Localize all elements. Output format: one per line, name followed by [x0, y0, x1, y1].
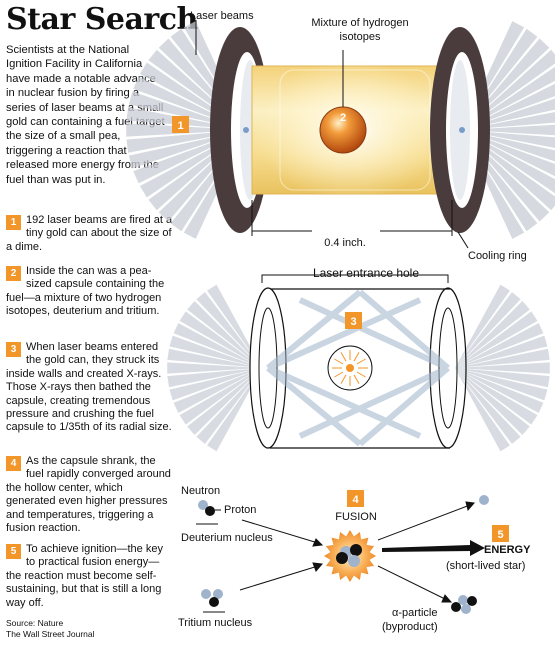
step-text: As the capsule shrank, the fuel rapidly … — [6, 455, 171, 535]
entrance-hole-label: Laser entrance hole — [313, 266, 419, 280]
xray-beam — [266, 365, 422, 439]
implosion-ray — [356, 371, 366, 378]
xray-beam — [298, 297, 450, 371]
tritium-nucleus — [201, 589, 223, 607]
step-text: Inside the can was a pea-sized capsule c… — [6, 265, 165, 318]
energy-arrow — [382, 545, 472, 552]
entrance-hole-bracket — [261, 274, 449, 283]
implosion-ray — [356, 358, 366, 365]
step-number: 3 — [6, 342, 21, 357]
xray-beam — [298, 365, 450, 439]
fusion-burst — [324, 530, 376, 582]
source-line: Source: Nature — [6, 618, 64, 628]
released-neutron — [479, 495, 489, 505]
step-5: 5 To achieve ignition—the key to practic… — [6, 543, 174, 610]
right-laser-fan — [462, 21, 555, 239]
marker-4 — [347, 490, 364, 507]
left-xray-fan — [167, 284, 262, 452]
svg-text:3: 3 — [350, 316, 356, 328]
step-number: 4 — [6, 456, 21, 471]
neutron-label: Neutron — [181, 485, 220, 497]
intro-paragraph: Scientists at the National Ignition Faci… — [6, 44, 165, 186]
marker-2: 2 — [340, 112, 346, 124]
source-credit: Source: Nature The Wall Street Journal — [6, 618, 95, 640]
mixture-label-line2: isotopes — [340, 31, 381, 43]
step-text: When laser beams entered the gold can, t… — [6, 341, 172, 434]
alpha-sublabel: (byproduct) — [382, 621, 438, 633]
svg-text:1: 1 — [177, 120, 183, 132]
deuterium-label: Deuterium nucleus — [181, 532, 273, 544]
cooling-leader — [457, 231, 469, 249]
step-text: To achieve ignition—the key to practical… — [6, 543, 163, 609]
step-number: 5 — [6, 544, 21, 559]
right-focal-point — [459, 127, 465, 133]
energy-label: ENERGY — [484, 544, 531, 556]
dimension-indicator — [251, 200, 453, 236]
implosion-ray — [340, 352, 347, 362]
xray-beam — [358, 289, 450, 371]
step-2: 2 Inside the can was a pea-sized capsule… — [6, 265, 174, 319]
right-xray-fan — [455, 284, 550, 452]
step-number: 1 — [6, 215, 21, 230]
xray-beam — [358, 365, 450, 447]
svg-text:4: 4 — [352, 494, 359, 506]
alpha-particle — [451, 595, 477, 614]
mixture-label-line1: Mixture of hydrogen — [311, 17, 408, 29]
marker-1 — [172, 116, 189, 133]
xray-beam — [266, 289, 362, 371]
proton-label: Proton — [224, 504, 256, 516]
implosion-ray — [334, 371, 344, 378]
marker-3 — [345, 312, 362, 329]
implosion-ray — [353, 352, 360, 362]
incoming-arrows — [239, 519, 324, 591]
xray-beam — [266, 365, 362, 447]
alpha-label: α-particle — [392, 607, 437, 619]
step-4: 4 As the capsule shrank, the fuel rapidl… — [6, 455, 174, 535]
implosion-ray — [334, 358, 344, 365]
tritium-label: Tritium nucleus — [178, 617, 253, 629]
implosion-ray — [353, 374, 360, 384]
publisher-line: The Wall Street Journal — [6, 629, 95, 639]
step-3: 3 When laser beams entered the gold can,… — [6, 341, 174, 435]
page-title: Star Search — [6, 2, 198, 37]
fusion-label: FUSION — [335, 511, 377, 523]
dimension-label: 0.4 inch. — [324, 237, 366, 249]
can-cutaway — [249, 287, 467, 449]
implosion-ray — [340, 374, 347, 384]
step-1: 1 192 laser beams are fired at a tiny go… — [6, 214, 174, 254]
svg-text:5: 5 — [497, 529, 503, 541]
outgoing-arrows — [377, 501, 475, 603]
energy-sublabel: (short-lived star) — [446, 560, 525, 572]
laser-beams-label: Laser beams — [190, 10, 254, 22]
compressed-capsule — [327, 345, 373, 391]
deuterium-nucleus — [198, 500, 215, 516]
left-focal-point — [243, 127, 249, 133]
xray-beam — [266, 297, 422, 371]
step-number: 2 — [6, 266, 21, 281]
cooling-ring-label: Cooling ring — [468, 250, 527, 262]
marker-5 — [492, 525, 509, 542]
step-text: 192 laser beams are fired at a tiny gold… — [6, 214, 173, 253]
